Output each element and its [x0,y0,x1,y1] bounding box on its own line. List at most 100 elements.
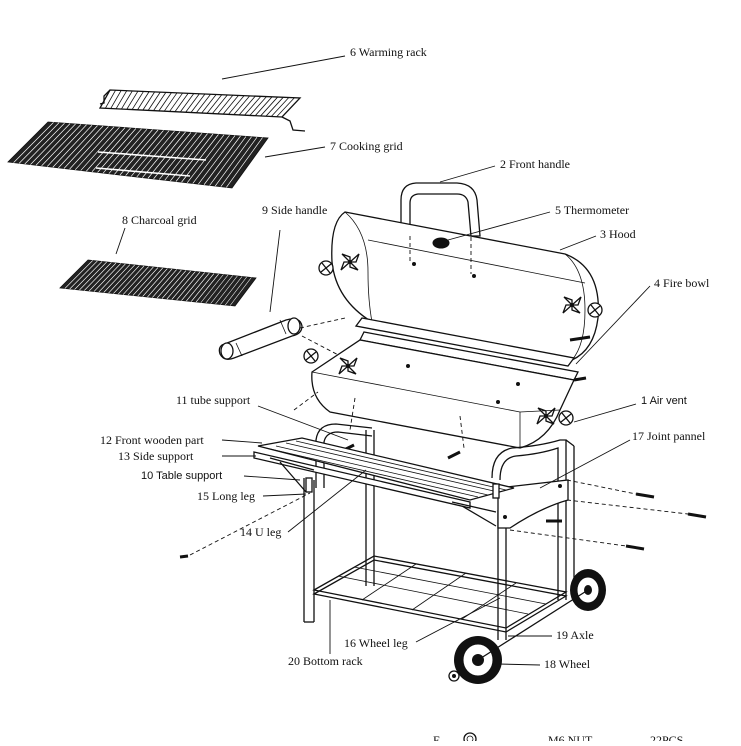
grid-bar [233,95,251,115]
grid-bar [58,125,98,169]
label-front-handle: 2 Front handle [500,157,570,171]
grid-bar [158,132,197,180]
grid-bar [142,131,181,178]
grid-bar [271,97,290,117]
grid-bar [98,263,126,293]
grid-bar [142,268,168,297]
grid-bar [260,96,278,117]
grid-bar [69,126,109,170]
grid-bar [142,91,156,111]
label-side-support: 13 Side support [118,449,194,463]
cooking-grid [7,121,269,189]
grid-bar [206,94,223,114]
grid-bar [74,261,103,290]
axle [477,589,589,661]
grid-bar [201,94,217,114]
grid-bar [46,124,87,167]
grid-bar [181,134,219,183]
grid-bar [210,275,233,304]
grid-bar [220,276,243,305]
hood-knob-right-icon [587,302,603,318]
grid-bar [121,90,133,110]
grid-bar [196,93,211,114]
label-axle: 19 Axle [556,628,594,642]
grid-bar [114,129,153,175]
grid-bar [147,268,173,298]
bottom-rack [312,555,568,633]
grid-bar [191,273,215,302]
grid-bar [153,132,192,180]
label-cooking-grid: 7 Cooking grid [330,139,403,153]
grid-bar [181,272,205,301]
bowl-vent-right-icon [536,407,556,425]
grid-bar [91,127,131,172]
grid-bar [30,123,71,165]
hardware-part: M6 NUT [548,733,593,741]
label-wheel-leg: 16 Wheel leg [344,636,408,650]
grid-bar [152,269,177,298]
grid-bar [52,124,93,168]
bowl-knob-left-icon [303,348,319,364]
label-u-leg: 14 U leg [240,525,281,539]
grid-bar [179,93,195,113]
grid-bar [102,128,142,174]
grid-bar [113,265,140,294]
grid-bar [249,96,267,116]
grid-bar [215,275,238,305]
hardware-qty: 22PCS [650,733,683,741]
grid-bar [222,95,239,115]
grid-bar [18,122,60,164]
grid-bar [13,122,54,163]
side-handle [218,317,303,360]
label-wheel: 18 Wheel [544,657,591,671]
grid-bar [131,91,144,110]
grid-bar [200,274,224,303]
grid-bar [203,135,241,185]
grid-bar [122,266,149,295]
grid-bar [119,129,159,176]
grid-bar [265,97,284,117]
grid-bar [105,90,116,109]
grid-bar [80,126,120,171]
grid-bar [86,127,126,172]
label-table-support: 10 Table support [141,470,222,482]
grid-bar [170,133,208,182]
grid-bar [228,95,245,115]
grid-bar [244,96,262,116]
grid-bar [118,265,145,295]
grid-bar [132,267,159,296]
label-bottom-rack: 20 Bottom rack [288,654,363,668]
grid-bar [209,136,247,186]
label-joint-pannel: 17 Joint pannel [632,429,706,443]
grid-bar [229,277,252,306]
grid-bar [186,134,225,184]
grid-bar [192,134,230,184]
grid-bar [212,94,228,114]
grid-bar [126,90,139,110]
wheel-front [448,636,502,684]
label-warming-rack: 6 Warming rack [350,45,427,59]
label-air-vent: 1 Air vent [641,395,687,407]
grid-bar [64,260,93,289]
side-table [253,437,515,527]
grid-bar [63,125,104,169]
grid-bar [195,273,219,303]
label-side-handle: 9 Side handle [262,203,327,217]
grid-bar [147,131,186,179]
label-thermometer: 5 Thermometer [555,203,629,217]
grid-bar [153,92,167,111]
grid-bar [171,271,196,300]
bowl-knob-right-icon [558,410,574,426]
grid-bar [220,136,258,187]
grid-bar [136,130,175,178]
grid-bar [217,94,234,115]
grid-bar [169,92,183,112]
grid-bar [214,136,252,187]
grid-bar [158,92,172,112]
grid-bar [115,90,128,109]
label-fire-bowl: 4 Fire bowl [654,276,710,290]
grid-bar [108,128,148,174]
hardware-key: E [433,733,440,741]
grid-bar [79,261,107,291]
